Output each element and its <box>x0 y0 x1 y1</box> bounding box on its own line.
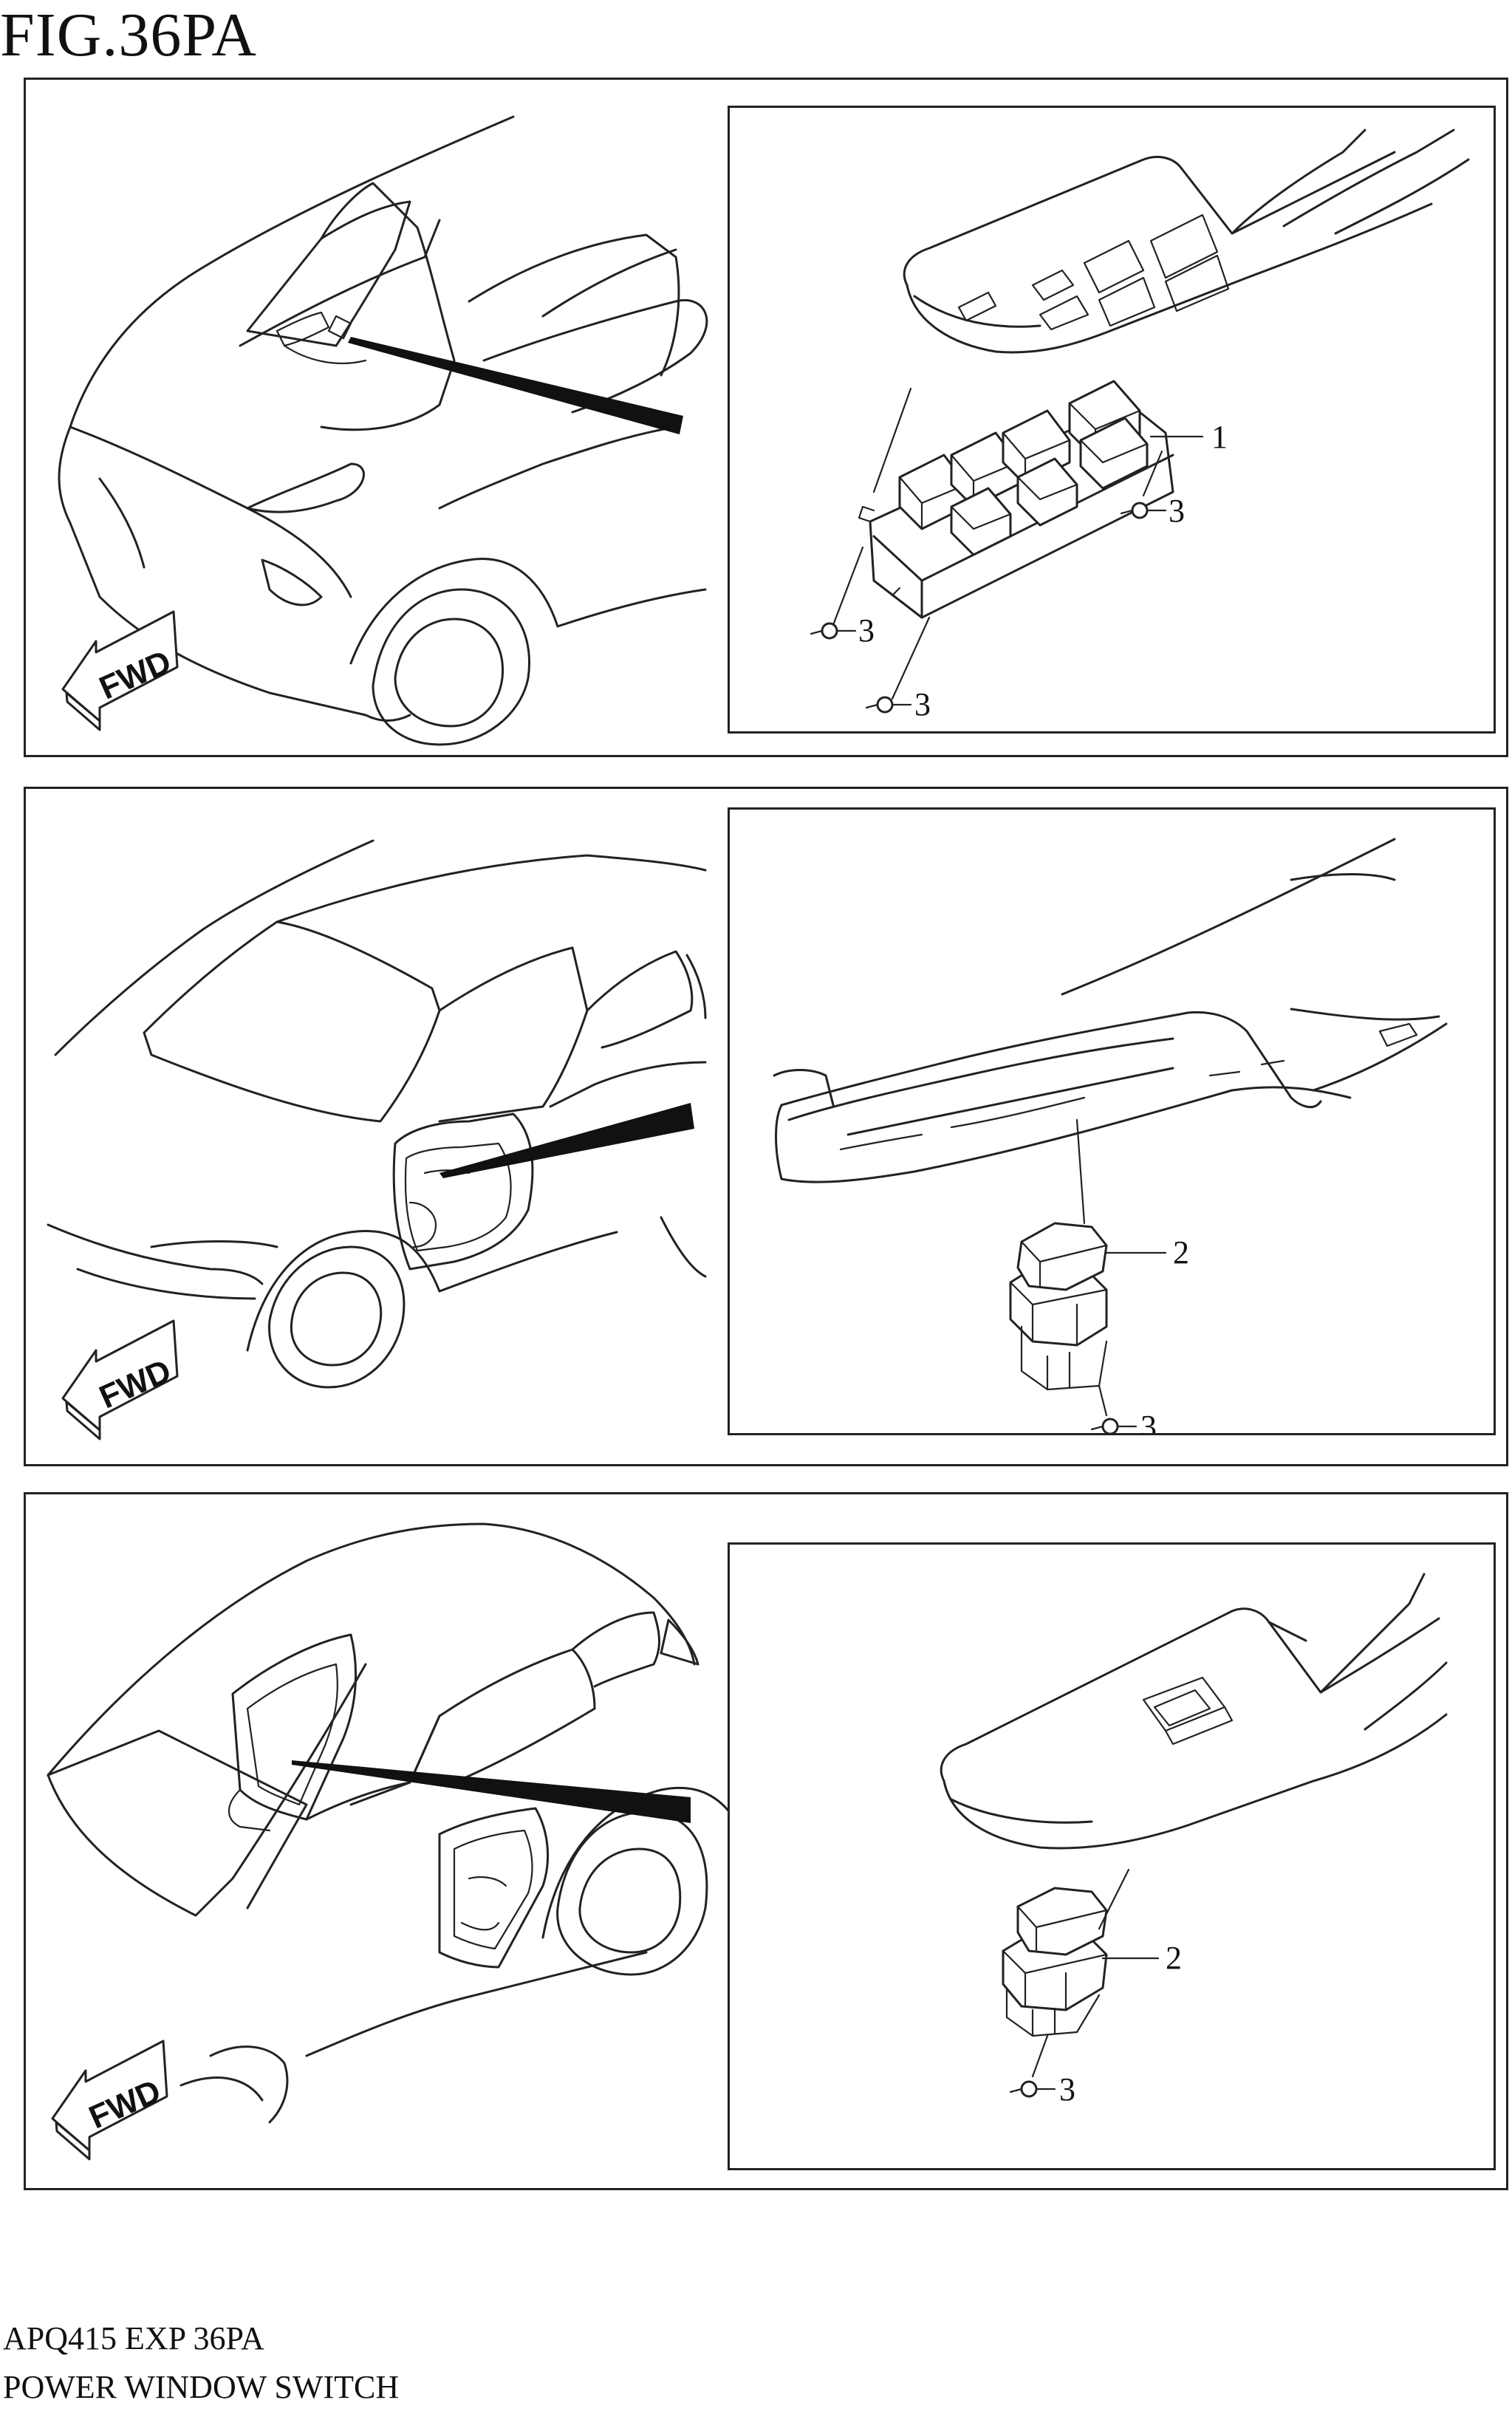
figure-title: FIG.36PA <box>0 1 258 69</box>
switch-exploded-view-3: 2 3 <box>940 1573 1448 2107</box>
screw-icon <box>1090 1418 1138 1433</box>
callout-number: 2 <box>1173 1234 1189 1271</box>
switch-exploded-view-1: 1 3 3 3 <box>810 129 1470 722</box>
vehicle-overview-2: FWD <box>47 839 707 1440</box>
detail-front-console: 1 3 3 3 <box>728 106 1496 734</box>
screw-icon <box>1120 502 1167 519</box>
callout-number: 3 <box>1059 2071 1075 2107</box>
detail-passenger-door: 2 3 <box>728 807 1496 1435</box>
panel-passenger-door: FWD <box>24 787 1508 1466</box>
callout-number: 3 <box>914 686 931 722</box>
fwd-arrow-icon: FWD <box>61 1319 179 1440</box>
fwd-arrow-icon: FWD <box>61 610 179 731</box>
switch-exploded-view-2: 2 3 <box>773 838 1448 1433</box>
diagram-name: POWER WINDOW SWITCH <box>3 2369 400 2405</box>
panel-front-console: FWD <box>24 78 1508 757</box>
panel-rear-door: FWD <box>24 1492 1508 2190</box>
detail-rear-door: 2 3 <box>728 1542 1496 2170</box>
vehicle-overview-1: FWD <box>58 115 708 746</box>
callout-number: 3 <box>1140 1409 1157 1433</box>
vehicle-overview-3: FWD <box>47 1522 736 2161</box>
screw-icon <box>810 622 857 640</box>
diagram-code: APQ415 EXP 36PA <box>3 2320 264 2356</box>
callout-number: 1 <box>1211 419 1228 455</box>
screw-icon <box>865 696 912 714</box>
callout-number: 3 <box>858 612 875 649</box>
callout-number: 2 <box>1166 1940 1182 1976</box>
callout-number: 3 <box>1169 493 1185 529</box>
screw-icon <box>1009 2080 1056 2098</box>
fwd-arrow-icon: FWD <box>51 2040 168 2161</box>
